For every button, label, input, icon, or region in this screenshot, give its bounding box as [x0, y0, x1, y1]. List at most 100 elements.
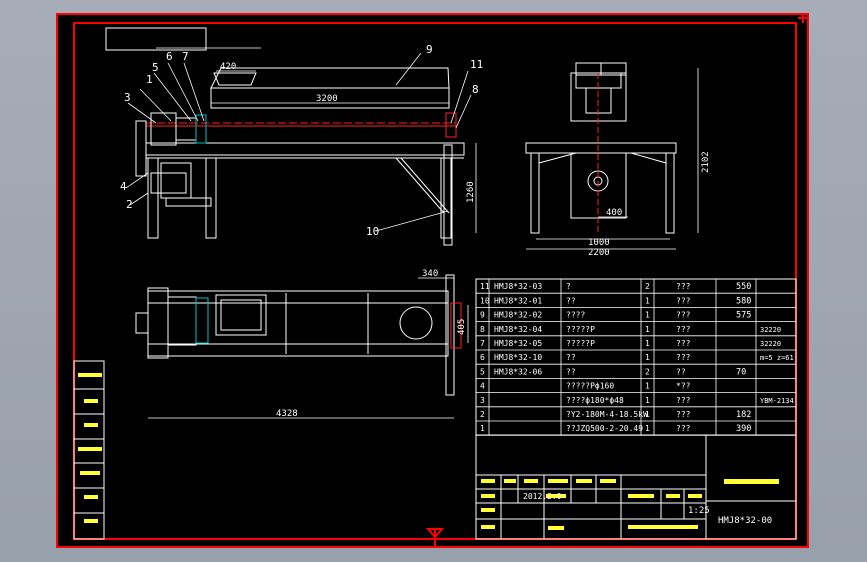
parts-cell-no: 2: [480, 410, 485, 419]
title-scale: 1:25: [688, 506, 710, 516]
parts-cell-qty: 1: [645, 396, 650, 405]
dim-drive-offset: 340: [422, 269, 438, 279]
title-block-scribbles: [481, 479, 779, 530]
balloon-label: 9: [426, 43, 433, 56]
parts-cell-mat: ???: [676, 424, 691, 433]
parts-cell-qty: 1: [645, 353, 650, 362]
parts-cell-name: ?Y2-180M-4-18.5kW: [566, 410, 648, 419]
parts-cell-weight: 575: [736, 311, 751, 321]
title-drawing-number: HMJ8*32-00: [718, 516, 772, 526]
plan-dims: [148, 277, 469, 419]
parts-cell-code: HMJ8*32-02: [494, 311, 542, 320]
parts-cell-qty: 1: [645, 296, 650, 305]
parts-cell-name: ?????P: [566, 339, 595, 348]
dim-inner-width: 1000: [588, 238, 610, 248]
parts-cell-note: 32220: [760, 340, 781, 348]
leader-lines: [125, 52, 472, 232]
parts-cell-mat: ???: [676, 410, 691, 419]
parts-cell-name: ??JZQ500-2-20.49: [566, 424, 643, 433]
left-stamp-scribbles: [78, 373, 102, 523]
side-dims: [156, 47, 477, 233]
parts-cell-no: 1: [480, 424, 485, 433]
parts-cell-note: YBM-2134: [760, 397, 794, 405]
balloon-label: 1: [146, 73, 153, 86]
parts-cell-no: 10: [480, 296, 490, 305]
parts-cell-no: 11: [480, 282, 490, 291]
parts-cell-mat: *??: [676, 382, 691, 391]
dim-total-width: 2200: [588, 248, 610, 258]
parts-cell-code: HMJ8*32-03: [494, 282, 542, 291]
parts-cell-qty: 1: [645, 339, 650, 348]
parts-cell-name: ??: [566, 296, 576, 305]
parts-cell-note: 32220: [760, 326, 781, 334]
parts-cell-code: HMJ8*32-05: [494, 339, 542, 348]
balloon-label: 11: [470, 58, 483, 71]
dim-drive-width: 405: [457, 319, 467, 335]
parts-cell-name: ????: [566, 311, 585, 320]
title-date: 2012.2.9: [523, 492, 562, 501]
dim-hopper: 420: [220, 62, 236, 72]
balloon-label: 7: [182, 50, 189, 63]
title-block: [475, 434, 797, 540]
end-dims: [526, 68, 699, 250]
parts-cell-code: HMJ8*32-10: [494, 353, 542, 362]
inner-frame: [73, 22, 797, 540]
parts-cell-no: 8: [480, 325, 485, 334]
parts-cell-code: HMJ8*32-06: [494, 367, 542, 376]
parts-cell-name: ????ϕ180*ϕ48: [566, 396, 624, 405]
parts-cell-name: ?????Pϕ160: [566, 382, 614, 391]
parts-cell-qty: 1: [645, 311, 650, 320]
parts-cell-mat: ???: [676, 311, 691, 320]
balloon-label: 6: [166, 50, 173, 63]
parts-cell-mat: ???: [676, 296, 691, 305]
parts-cell-note: m=5 z=61: [760, 354, 794, 362]
dim-total-length: 4328: [276, 409, 298, 419]
dim-total-height: 2102: [701, 151, 711, 173]
frame-markers: [425, 13, 808, 547]
parts-cell-mat: ???: [676, 353, 691, 362]
parts-cell-name: ??: [566, 353, 576, 362]
parts-cell-mat: ???: [676, 339, 691, 348]
parts-cell-no: 7: [480, 339, 485, 348]
parts-cell-mat: ??: [676, 367, 686, 376]
parts-cell-no: 9: [480, 311, 485, 320]
parts-cell-weight: 580: [736, 296, 751, 306]
parts-cell-weight: 70: [736, 367, 746, 377]
parts-cell-qty: 2: [645, 282, 650, 291]
parts-cell-code: HMJ8*32-04: [494, 325, 542, 334]
balloon-label: 4: [120, 180, 127, 193]
end-view: [525, 62, 677, 234]
plan-view: [135, 274, 462, 396]
parts-cell-mat: ???: [676, 396, 691, 405]
outer-frame: [56, 13, 809, 548]
parts-cell-mat: ???: [676, 282, 691, 291]
dim-offset: 400: [606, 208, 622, 218]
parts-cell-no: 4: [480, 382, 485, 391]
left-stamp-column: [73, 360, 105, 540]
parts-cell-name: ?: [566, 282, 571, 291]
top-left-box: [105, 27, 207, 51]
parts-cell-weight: 550: [736, 282, 751, 292]
parts-cell-qty: 1: [645, 424, 650, 433]
balloon-label: 2: [126, 198, 133, 211]
parts-cell-mat: ???: [676, 325, 691, 334]
side-view: [135, 67, 465, 246]
balloon-label: 3: [124, 91, 131, 104]
parts-cell-weight: 390: [736, 424, 751, 434]
dim-height: 1260: [466, 181, 476, 203]
parts-cell-qty: 1: [645, 325, 650, 334]
parts-cell-name: ??: [566, 367, 576, 376]
parts-cell-code: HMJ8*32-01: [494, 296, 542, 305]
parts-cell-no: 6: [480, 353, 485, 362]
parts-cell-no: 3: [480, 396, 485, 405]
balloon-label: 5: [152, 61, 159, 74]
parts-cell-name: ?????P: [566, 325, 595, 334]
parts-cell-qty: 1: [645, 410, 650, 419]
parts-cell-no: 5: [480, 367, 485, 376]
parts-cell-qty: 2: [645, 367, 650, 376]
